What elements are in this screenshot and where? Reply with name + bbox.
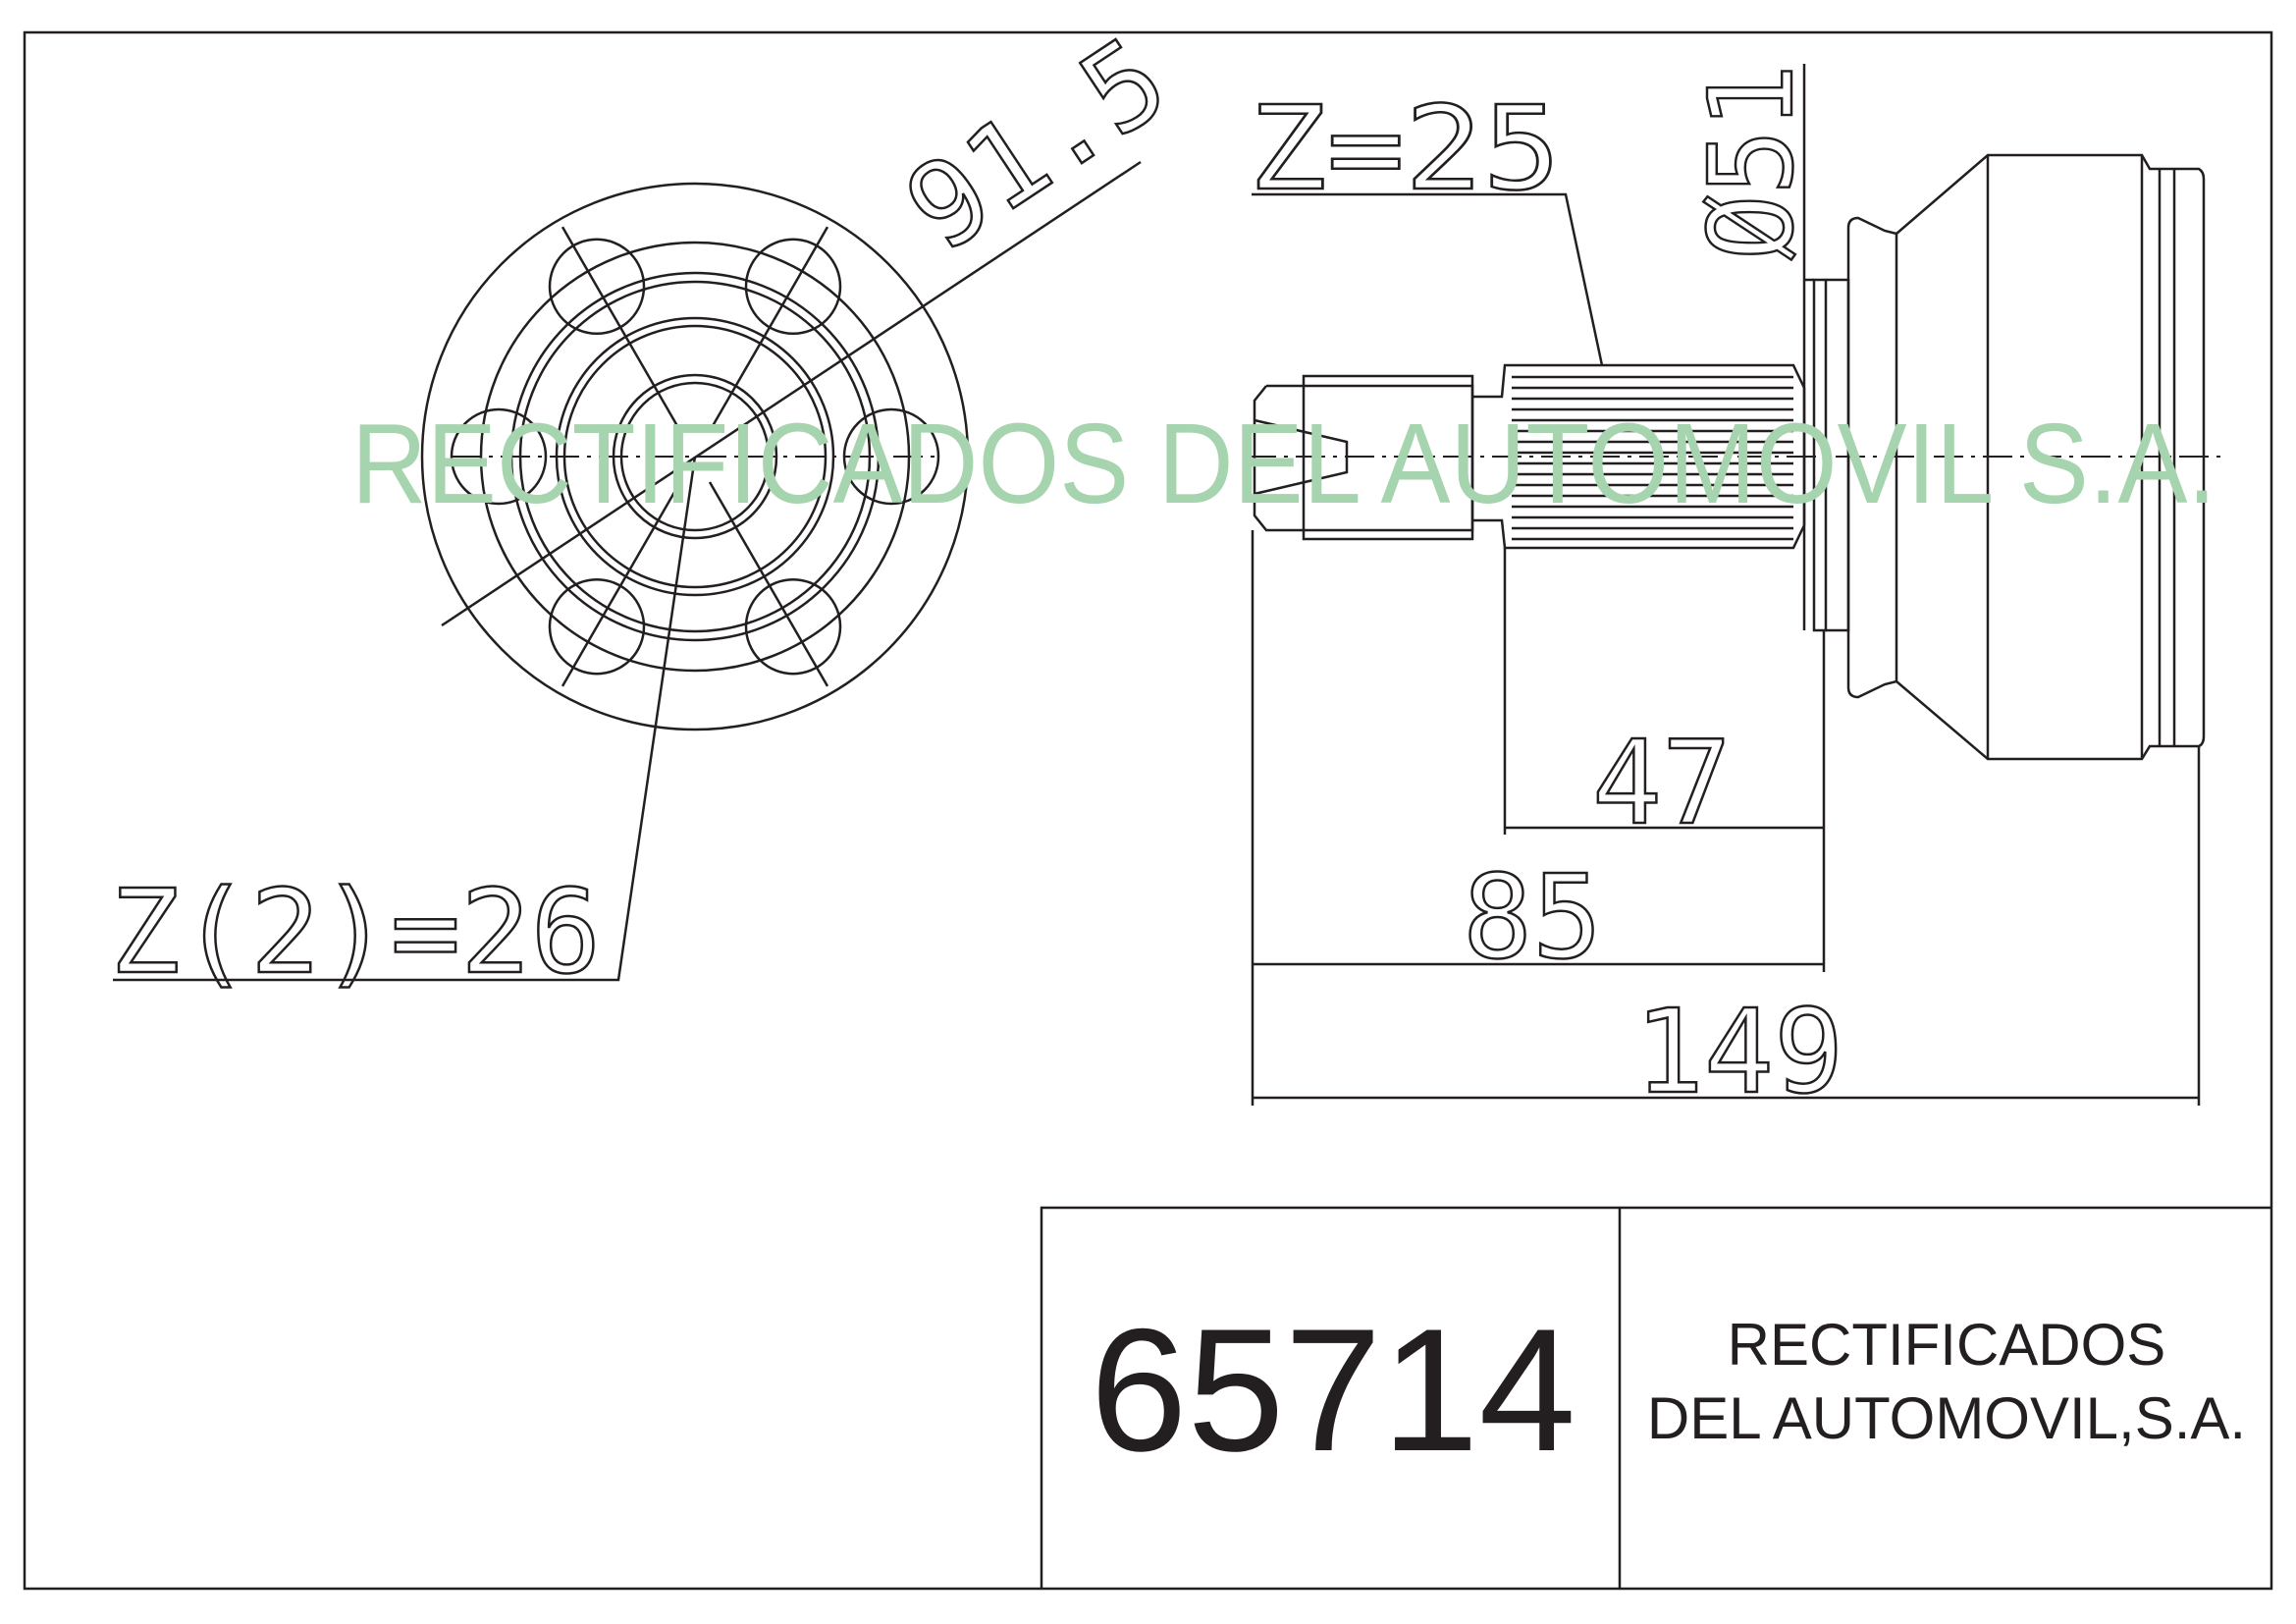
side-view: Z=25 Ø51 47 85 149 (1247, 63, 2223, 1120)
part-number: 65714 (1091, 1292, 1576, 1488)
ball-pocket (548, 577, 646, 676)
shaft-spline-label: Z=25 (1249, 81, 1561, 216)
watermark: RECTIFICADOS DEL AUTOMOVIL S.A. (351, 400, 2216, 527)
ball-pockets (450, 226, 940, 687)
seal-diameter-label: Ø51 (1683, 64, 1819, 260)
dim-85-label: 85 (1463, 849, 1602, 985)
company-name-line1: RECTIFICADOS (1728, 1312, 2166, 1378)
outer-bell-housing (1846, 153, 2206, 761)
diameter-label: 91.5 (882, 11, 1190, 278)
company-name-line2: DEL AUTOMOVIL,S.A. (1647, 1385, 2246, 1451)
inner-spline-label: Z(2)=26 (110, 864, 601, 1000)
dim-47-label: 47 (1592, 715, 1732, 850)
diameter-dimension-line (441, 160, 1142, 627)
ball-pocket (548, 238, 646, 336)
spline-teeth (1512, 375, 1793, 541)
spline-leader (113, 456, 697, 982)
drawing-border (23, 30, 2273, 1591)
title-block: 65714 RECTIFICADOS DEL AUTOMOVIL,S.A. (1040, 1206, 2271, 1589)
ball-pocket (744, 577, 842, 676)
ball-pocket (744, 238, 842, 336)
dim-149-label: 149 (1634, 984, 1843, 1119)
